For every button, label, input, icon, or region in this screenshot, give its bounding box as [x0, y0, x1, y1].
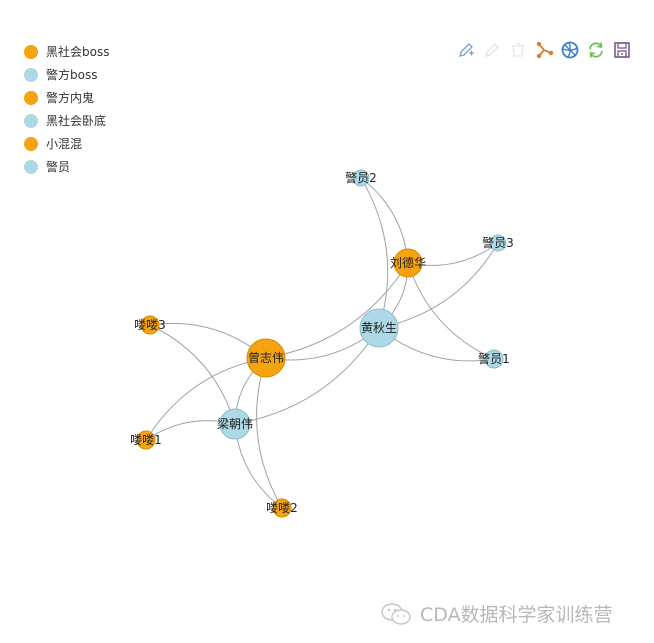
legend-item-jingyuan[interactable]: 警员 [24, 155, 109, 178]
legend-dot-icon [24, 44, 38, 59]
node-circle[interactable] [246, 338, 286, 378]
force-layout-icon [536, 41, 554, 59]
graph-edge [149, 324, 236, 425]
legend-label: 黑社会卧底 [46, 114, 107, 128]
force-layout-button[interactable] [534, 40, 554, 60]
legend-item-jingfang-neigui[interactable]: 警方内鬼 [24, 86, 109, 109]
node-circle[interactable] [393, 248, 423, 278]
graph-node-ll1[interactable]: 喽喽1 [130, 430, 162, 450]
node-circle[interactable] [359, 308, 399, 348]
graph-edge [256, 357, 283, 509]
mark-undo-button[interactable] [482, 40, 502, 60]
legend-dot-icon [24, 90, 38, 105]
mark-icon [459, 43, 474, 57]
mark-clear-icon [512, 43, 524, 57]
toolbox [456, 40, 632, 60]
node-circle[interactable] [489, 234, 507, 252]
node-label: 喽喽2 [266, 500, 298, 515]
mark-clear-button[interactable] [508, 40, 528, 60]
node-circle[interactable] [484, 349, 504, 369]
node-label: 曾志伟 [248, 351, 284, 365]
node-label: 警员2 [345, 170, 377, 185]
graph-edge [234, 327, 380, 425]
save-image-button[interactable] [612, 40, 632, 60]
legend-item-jingfang-boss[interactable]: 警方boss [24, 63, 109, 86]
graph-node-ll2[interactable]: 喽喽2 [266, 498, 298, 518]
graph-node-ll3[interactable]: 喽喽3 [134, 315, 166, 335]
legend-item-heishehui-wodi[interactable]: 黑社会卧底 [24, 109, 109, 132]
legend-label: 警方内鬼 [46, 91, 95, 105]
legend-item-xiaohunhun[interactable]: 小混混 [24, 132, 109, 155]
node-circle[interactable] [352, 169, 370, 187]
edges [145, 177, 499, 509]
graph-node-zzw[interactable]: 曾志伟 [246, 338, 286, 378]
node-label: 警员1 [478, 351, 510, 366]
node-label: 警员3 [482, 235, 514, 250]
node-circle[interactable] [219, 408, 251, 440]
legend-dot-icon [24, 113, 38, 128]
wechat-icon [381, 602, 411, 625]
graph-node-ldh[interactable]: 刘德华 [390, 248, 426, 278]
graph-node-jy3[interactable]: 警员3 [482, 234, 514, 252]
legend-dot-icon [24, 67, 38, 82]
node-circle[interactable] [272, 498, 292, 518]
save-image-icon [614, 42, 630, 58]
node-label: 喽喽1 [130, 432, 162, 447]
data-view-button[interactable] [560, 40, 580, 60]
data-view-icon [561, 41, 579, 59]
graph-node-hqs[interactable]: 黄秋生 [359, 308, 399, 348]
restore-button[interactable] [586, 40, 606, 60]
legend-dot-icon [24, 136, 38, 151]
node-label: 梁朝伟 [217, 416, 253, 431]
graph-node-jy1[interactable]: 警员1 [478, 349, 510, 369]
node-label: 喽喽3 [134, 317, 166, 332]
legend-item-heishehui-boss[interactable]: 黑社会boss [24, 40, 109, 63]
legend-dot-icon [24, 159, 38, 174]
watermark: CDA数据科学家训练营 [380, 600, 613, 627]
mark-undo-icon [485, 43, 499, 57]
graph-edge [407, 262, 495, 360]
node-label: 刘德华 [390, 255, 426, 270]
mark-button[interactable] [456, 40, 476, 60]
node-label: 黄秋生 [361, 321, 397, 335]
legend-label: 小混混 [46, 137, 83, 151]
node-circle[interactable] [140, 315, 160, 335]
graph-edge [265, 262, 409, 359]
legend-label: 警员 [46, 160, 71, 174]
graph-node-jy2[interactable]: 警员2 [345, 169, 377, 187]
graph-node-lcw[interactable]: 梁朝伟 [217, 408, 253, 440]
node-circle[interactable] [136, 430, 156, 450]
legend: 黑社会boss 警方boss 警方内鬼 黑社会卧底 小混混 警员 [24, 40, 109, 178]
legend-label: 黑社会boss [46, 45, 110, 59]
restore-icon [589, 42, 603, 58]
legend-label: 警方boss [46, 68, 98, 82]
watermark-text: CDA数据科学家训练营 [420, 604, 613, 626]
